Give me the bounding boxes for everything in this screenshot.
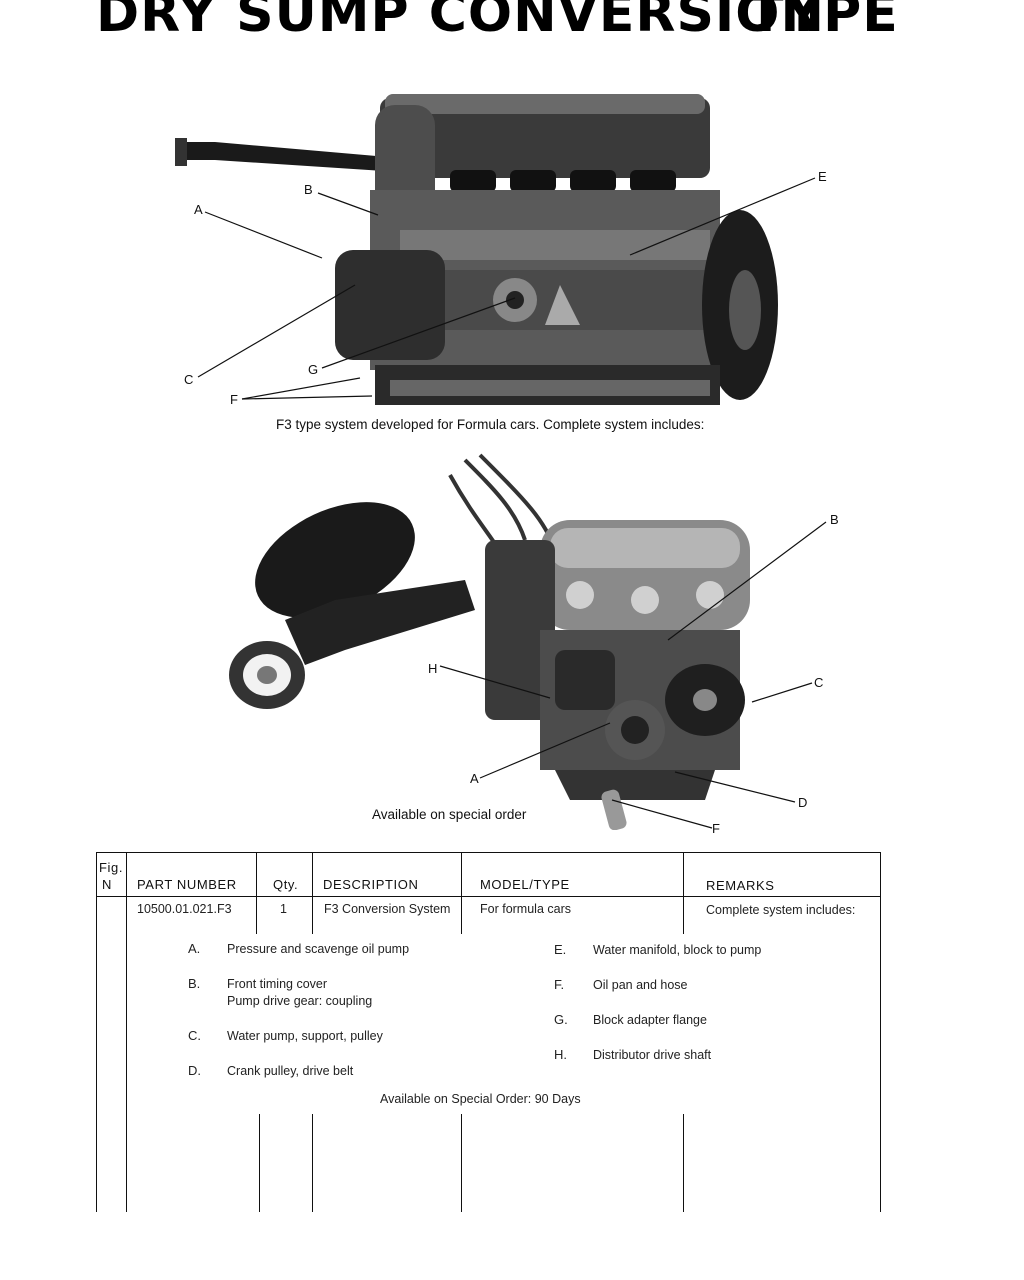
row-description: F3 Conversion System — [324, 902, 451, 916]
title-line1: DRY SUMP CONVERSION — [96, 0, 825, 44]
item-letter-h: H. — [554, 1047, 567, 1062]
header-part-number: PART NUMBER — [137, 877, 237, 892]
figure1-callout-b: B — [304, 182, 313, 197]
table-col-part-lower — [259, 1114, 260, 1212]
item-letter-d: D. — [188, 1063, 201, 1078]
row-qty: 1 — [280, 902, 287, 916]
table-col-part — [256, 852, 257, 934]
row-remarks: Complete system includes: — [706, 903, 856, 917]
item-letter-e: E. — [554, 942, 567, 957]
item-letter-a: A. — [188, 941, 201, 956]
table-top-rule — [96, 852, 881, 853]
row-model: For formula cars — [480, 902, 571, 916]
item-letter-b: B. — [188, 976, 201, 991]
item-text-g: Block adapter flange — [593, 1013, 707, 1027]
row-part-number: 10500.01.021.F3 — [137, 902, 232, 916]
table-col-qty-lower — [312, 1114, 313, 1212]
figure1-callout-g: G — [308, 362, 319, 377]
table-col-model — [683, 852, 684, 934]
item-text-b: Front timing cover — [227, 977, 328, 991]
item-letter-c: C. — [188, 1028, 201, 1043]
figure1-caption: F3 type system developed for Formula car… — [276, 417, 705, 432]
figure2-callout-lines — [439, 521, 827, 829]
header-remarks: REMARKS — [706, 878, 775, 893]
figure2-callout-h: H — [428, 661, 438, 676]
table-col-fig — [126, 852, 127, 1212]
table-col-qty — [312, 852, 313, 934]
engine-front-photo — [229, 453, 750, 830]
table-col-model-lower — [683, 1114, 684, 1212]
table-col-desc-lower — [461, 1114, 462, 1212]
engine-side-photo — [175, 94, 778, 405]
item-text-e: Water manifold, block to pump — [593, 943, 762, 957]
item-letter-g: G. — [554, 1012, 568, 1027]
figure2-callout-b: B — [830, 512, 839, 527]
figure2-callout-c: C — [814, 675, 824, 690]
figure2-callout-a: A — [470, 771, 479, 786]
page-title: DRY SUMP CONVERSION TYPE II — [96, 0, 896, 44]
figure1-callout-c: C — [184, 372, 194, 387]
title-line2: TYPE II — [748, 0, 896, 44]
item-text-a: Pressure and scavenge oil pump — [227, 942, 410, 956]
header-fig: Fig. — [99, 860, 124, 875]
figure1-callout-a: A — [194, 202, 203, 217]
header-qty: Qty. — [273, 877, 299, 892]
item-letter-f: F. — [554, 977, 565, 992]
header-model: MODEL/TYPE — [480, 877, 570, 892]
item-text-b2: Pump drive gear: coupling — [227, 994, 373, 1008]
item-text-f: Oil pan and hose — [593, 978, 688, 992]
table-col-desc — [461, 852, 462, 934]
figure2-callout-f: F — [712, 821, 720, 836]
special-order-note: Available on Special Order: 90 Days — [380, 1092, 581, 1106]
item-text-h: Distributor drive shaft — [593, 1048, 712, 1062]
header-description: DESCRIPTION — [323, 877, 419, 892]
figure2-caption: Available on special order — [372, 807, 527, 822]
header-fig-n: N — [102, 877, 112, 892]
figure2-callout-d: D — [798, 795, 808, 810]
figure1-callout-e: E — [818, 169, 827, 184]
table-header-rule — [96, 896, 881, 897]
figure1-callout-lines — [197, 177, 816, 400]
table-left-border — [96, 852, 97, 1212]
figure1-callout-f: F — [230, 392, 238, 407]
item-text-c: Water pump, support, pulley — [227, 1029, 383, 1043]
table-right-border — [880, 852, 881, 1212]
parts-table: Fig. N PART NUMBER Qty. DESCRIPTION MODE… — [96, 852, 881, 1212]
item-text-d: Crank pulley, drive belt — [227, 1064, 354, 1078]
